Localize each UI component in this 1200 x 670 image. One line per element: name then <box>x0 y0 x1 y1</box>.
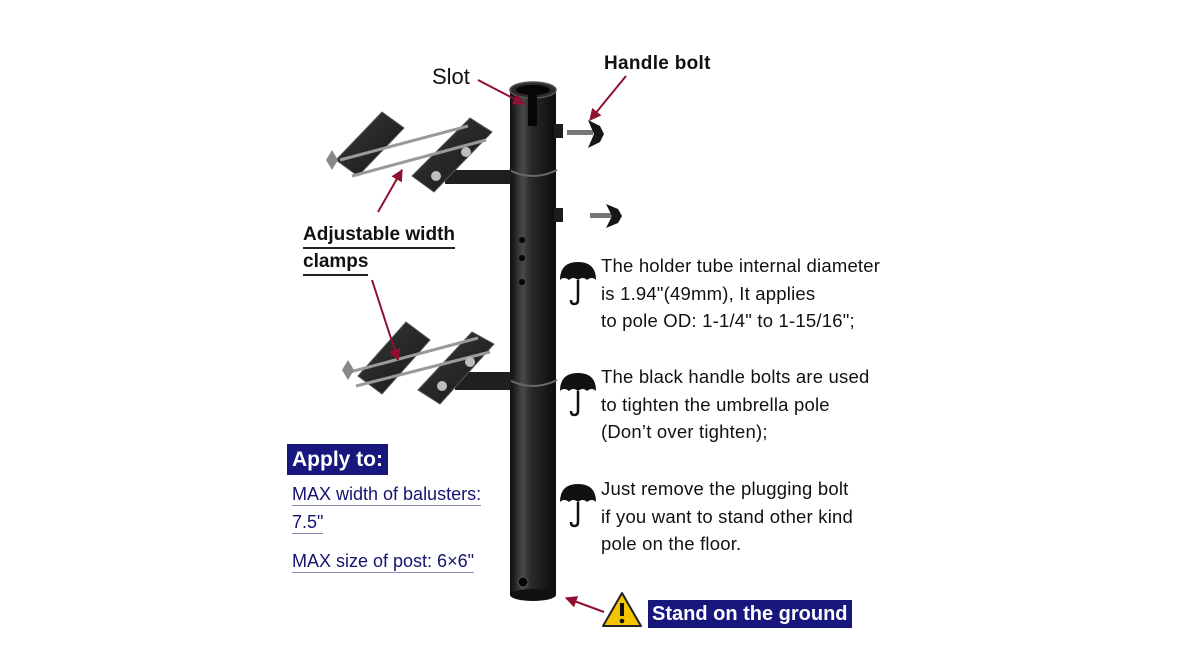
arrow-slot <box>477 79 526 105</box>
apply-to-heading: Apply to: <box>287 444 388 475</box>
arrow-handle-bolt <box>589 75 627 121</box>
note-handle-bolts: The black handle bolts are used to tight… <box>601 363 869 446</box>
note-plugging-bolt: Just remove the plugging bolt if you wan… <box>601 475 853 558</box>
apply-max-width-value: 7.5" <box>292 512 324 534</box>
clamps-label-line-1: Adjustable width <box>303 222 455 249</box>
note-line: pole on the floor. <box>601 533 742 554</box>
apply-max-post-size: MAX size of post: 6×6" <box>292 551 474 573</box>
note-line: is 1.94"(49mm), It applies <box>601 282 816 304</box>
adjustable-clamps-label: Adjustable width clamps <box>303 222 455 276</box>
note-line: The holder tube internal diameter <box>601 255 881 276</box>
note-line: to pole OD: 1-1/4" to 1-15/16"; <box>601 310 855 331</box>
slot <box>528 86 537 126</box>
stand-on-ground-badge: Stand on the ground <box>648 600 852 628</box>
arrow-ground <box>564 596 605 613</box>
note-line: (Don’t over tighten); <box>601 421 768 442</box>
umbrella-icon <box>560 262 596 306</box>
note-line: to tighten the umbrella pole <box>601 393 830 415</box>
apply-max-width-label: MAX width of balusters: <box>292 484 482 506</box>
umbrella-icon <box>560 373 596 417</box>
slot-label: Slot <box>432 64 470 89</box>
note-diameter: The holder tube internal diameter is 1.9… <box>601 252 880 335</box>
arrow-clamp-lower <box>371 279 401 362</box>
note-line: if you want to stand other kind <box>601 505 853 527</box>
note-line: Just remove the plugging bolt <box>601 478 849 499</box>
handle-bolt-label: Handle bolt <box>604 53 711 74</box>
umbrella-icon <box>560 484 596 528</box>
arrow-clamp-upper <box>377 168 403 213</box>
note-line: The black handle bolts are used <box>601 366 870 387</box>
lower-clamp <box>342 321 511 405</box>
warning-icon <box>602 592 642 627</box>
handle-bolt-upper <box>567 120 604 148</box>
handle-bolt-lower <box>590 204 622 228</box>
holder-tube <box>508 81 563 601</box>
upper-clamp <box>326 111 511 193</box>
clamps-label-line-2: clamps <box>303 249 369 276</box>
